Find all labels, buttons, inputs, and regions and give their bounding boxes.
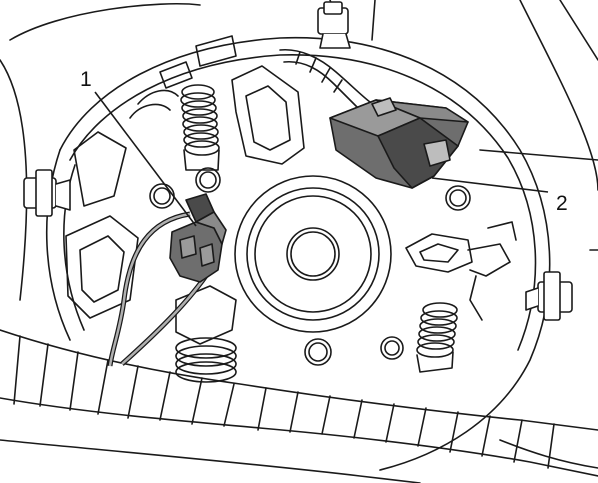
leader-line-2 — [431, 177, 549, 193]
brush-holder-upper — [129, 35, 305, 165]
mounting-ear-left — [23, 169, 71, 217]
brush-spring-upper — [180, 84, 220, 171]
connector-1 — [169, 193, 227, 283]
callout-leaders — [94, 91, 549, 227]
lower-coil — [175, 337, 237, 383]
outer-housing — [0, 0, 598, 301]
callout-label-2: 2 — [556, 192, 568, 215]
connector-2 — [329, 97, 469, 189]
leader-line-1 — [94, 91, 197, 227]
brush-bracket-right — [405, 221, 517, 321]
bolt-holes — [149, 167, 471, 366]
mounting-ear-right — [525, 271, 573, 321]
bearing-boss — [234, 175, 392, 333]
mounting-ear-top — [317, 1, 351, 49]
left-frame-cutouts — [65, 131, 237, 345]
wire-harness-top — [279, 48, 371, 113]
callout-label-1: 1 — [80, 68, 92, 91]
brush-spring-lower — [416, 302, 458, 373]
end-frame — [45, 36, 551, 471]
wire-harness-bottom — [0, 329, 598, 483]
